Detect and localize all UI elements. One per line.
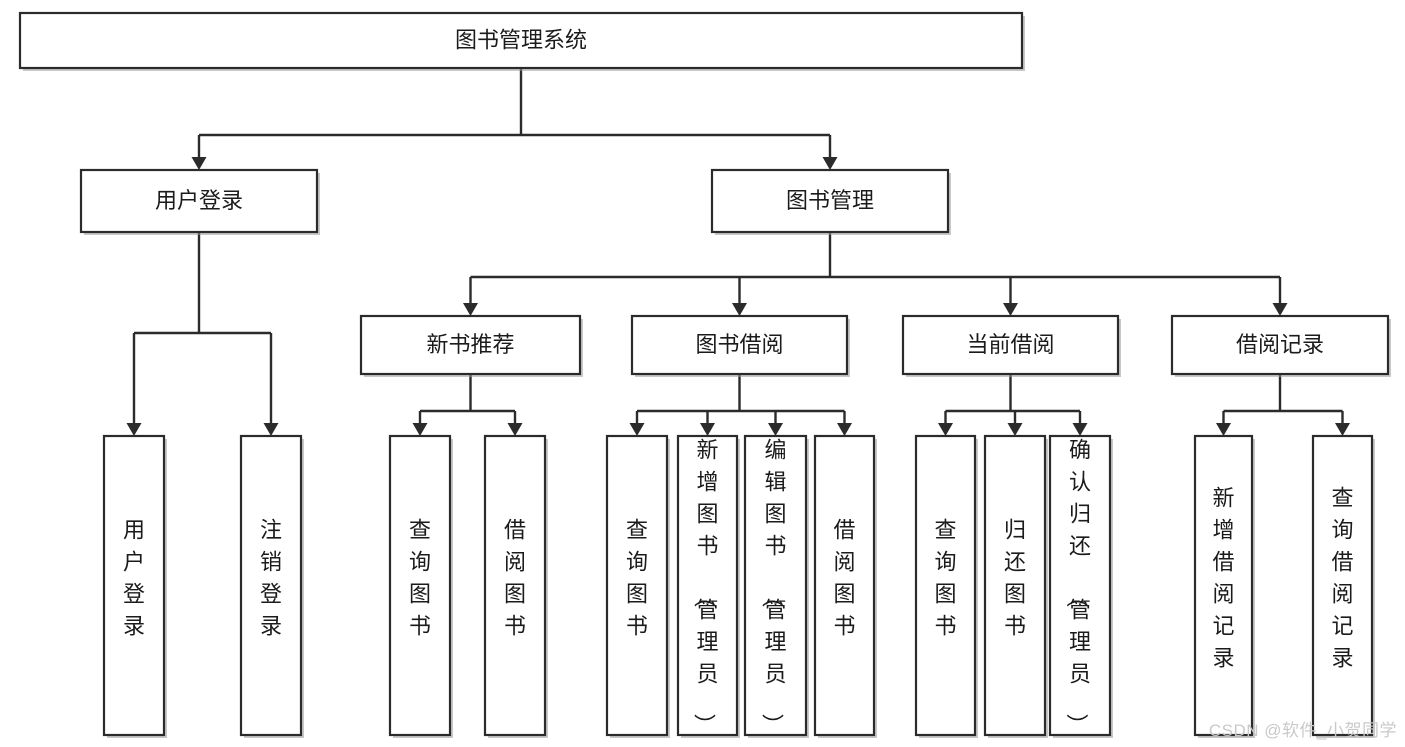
node-leaf-rc-add[interactable]: 新增借阅记录 xyxy=(1193,434,1255,738)
node-leaf-cu-return[interactable]: 归还图书 xyxy=(983,434,1048,738)
node-box xyxy=(1170,314,1390,376)
node-leaf-cu-confirm[interactable]: 确认归还（管理员） xyxy=(1048,434,1113,738)
node-box xyxy=(983,434,1047,737)
node-layer: 图书管理系统用户登录图书管理新书推荐图书借阅当前借阅借阅记录用户登录注销登录查询… xyxy=(18,11,1391,738)
node-leaf-bw-edit[interactable]: 编辑图书（管理员） xyxy=(743,434,809,738)
arrow-head-icon xyxy=(463,303,478,316)
node-box xyxy=(1193,434,1254,737)
arrow-head-icon xyxy=(1003,303,1018,316)
node-leaf-nb-borrow[interactable]: 借阅图书 xyxy=(483,434,548,738)
arrow-head-icon xyxy=(1335,423,1350,436)
node-root[interactable]: 图书管理系统 xyxy=(18,11,1025,71)
node-leaf-cu-query[interactable]: 查询图书 xyxy=(914,434,978,738)
node-label: 借阅图书 xyxy=(504,518,526,639)
arrow-head-icon xyxy=(1272,303,1288,316)
node-box xyxy=(676,434,739,737)
arrow-head-icon xyxy=(837,423,852,436)
node-box xyxy=(388,434,452,737)
node-l3-borrow[interactable]: 图书借阅 xyxy=(630,314,850,377)
node-box xyxy=(710,168,950,234)
node-leaf-rc-query[interactable]: 查询借阅记录 xyxy=(1311,434,1375,738)
node-box xyxy=(102,434,166,737)
node-label: 确认归还（管理员） xyxy=(1064,438,1091,736)
node-label: 编辑图书（管理员） xyxy=(759,438,786,736)
arrow-head-icon xyxy=(1216,423,1231,436)
arrow-head-icon xyxy=(822,157,838,170)
node-box xyxy=(914,434,977,737)
node-box xyxy=(1311,434,1374,737)
arrow-head-icon xyxy=(263,423,279,436)
node-leaf-user-login[interactable]: 用户登录 xyxy=(102,434,167,738)
node-label: 用户登录 xyxy=(123,518,145,639)
node-label: 新增图书（管理员） xyxy=(691,438,718,736)
node-box xyxy=(743,434,808,737)
arrow-head-icon xyxy=(191,157,207,170)
arrow-head-icon xyxy=(1007,423,1023,436)
node-label: 注销登录 xyxy=(260,518,282,639)
node-label: 查询借阅记录 xyxy=(1331,486,1353,671)
node-label: 新增借阅记录 xyxy=(1212,486,1234,671)
arrow-head-icon xyxy=(412,423,428,436)
connector-layer xyxy=(126,68,1350,436)
node-label: 图书借阅 xyxy=(695,332,783,357)
arrow-head-icon xyxy=(1072,423,1088,436)
arrow-head-icon xyxy=(768,423,783,436)
node-l3-current[interactable]: 当前借阅 xyxy=(901,314,1121,377)
arrow-head-icon xyxy=(938,423,953,436)
arrow-head-icon xyxy=(700,423,715,436)
node-leaf-user-logout[interactable]: 注销登录 xyxy=(239,434,304,738)
arrow-head-icon xyxy=(629,423,645,436)
node-label: 图书管理系统 xyxy=(455,27,587,52)
node-leaf-nb-query[interactable]: 查询图书 xyxy=(388,434,453,738)
node-leaf-bw-query[interactable]: 查询图书 xyxy=(605,434,670,738)
node-box xyxy=(239,434,303,737)
node-box xyxy=(605,434,669,737)
node-label: 图书管理 xyxy=(786,188,874,213)
node-box xyxy=(813,434,876,737)
node-label: 归还图书 xyxy=(1004,518,1026,639)
node-box xyxy=(1048,434,1112,737)
node-label: 用户登录 xyxy=(155,188,243,213)
arrow-head-icon xyxy=(507,423,523,436)
node-l2-book[interactable]: 图书管理 xyxy=(710,168,951,235)
arrow-head-icon xyxy=(732,303,747,316)
node-label: 查询图书 xyxy=(626,518,648,639)
node-l3-record[interactable]: 借阅记录 xyxy=(1170,314,1391,377)
node-label: 新书推荐 xyxy=(426,332,514,357)
node-label: 当前借阅 xyxy=(966,332,1054,357)
node-box xyxy=(901,314,1120,376)
node-l2-user[interactable]: 用户登录 xyxy=(79,168,320,235)
node-label: 查询图书 xyxy=(409,518,431,639)
node-box xyxy=(483,434,547,737)
arrow-head-icon xyxy=(126,423,142,436)
watermark-text: CSDN @软件_小贺同学 xyxy=(1208,721,1397,740)
node-label: 查询图书 xyxy=(934,518,956,639)
node-leaf-bw-borrow[interactable]: 借阅图书 xyxy=(813,434,877,738)
node-box xyxy=(18,11,1024,70)
node-label: 借阅记录 xyxy=(1236,332,1324,357)
node-box xyxy=(359,314,582,376)
node-box xyxy=(630,314,849,376)
node-l3-newbook[interactable]: 新书推荐 xyxy=(359,314,583,377)
node-box xyxy=(79,168,319,234)
node-leaf-bw-add[interactable]: 新增图书（管理员） xyxy=(676,434,740,738)
node-label: 借阅图书 xyxy=(833,518,855,639)
